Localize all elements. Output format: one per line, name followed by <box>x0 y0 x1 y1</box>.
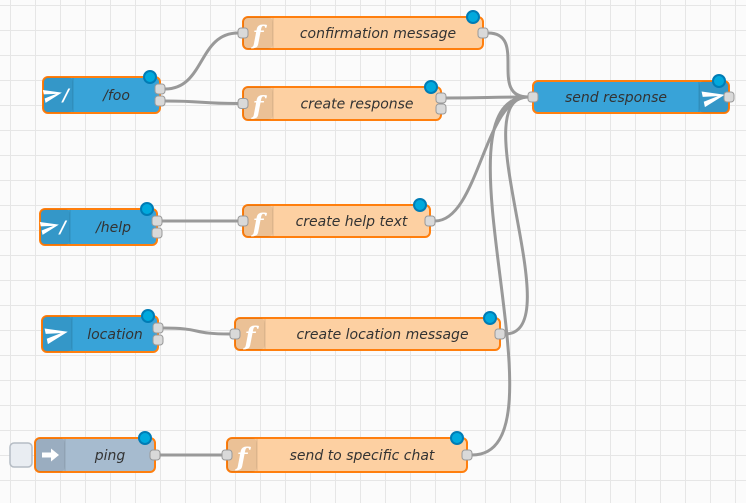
changed-indicator-dot <box>141 309 155 323</box>
output-port[interactable] <box>477 27 489 39</box>
input-port[interactable] <box>229 328 241 340</box>
output-port[interactable] <box>151 215 163 227</box>
changed-indicator-dot <box>450 431 464 445</box>
node-body <box>242 16 484 50</box>
wire-create_response-to-send_response[interactable] <box>444 95 530 100</box>
function-icon <box>235 318 265 350</box>
wire-confirmation-to-send_response[interactable] <box>486 31 530 99</box>
telegram-plane-icon <box>42 90 62 103</box>
changed-indicator-dot <box>483 311 497 325</box>
node-help[interactable]: //help <box>39 202 163 246</box>
output-port[interactable] <box>152 334 164 346</box>
node-body <box>42 76 161 114</box>
function-icon <box>243 205 273 237</box>
changed-indicator-dot <box>140 202 154 216</box>
output-port[interactable] <box>154 83 166 95</box>
output-port[interactable] <box>494 328 506 340</box>
input-port[interactable] <box>237 215 249 227</box>
output-port[interactable] <box>151 227 163 239</box>
output-port[interactable] <box>149 449 161 461</box>
output-port[interactable] <box>435 103 447 115</box>
telegram-plane-icon <box>42 316 72 352</box>
wire-foo-to-confirmation[interactable] <box>163 31 240 91</box>
input-port[interactable] <box>237 98 249 109</box>
wire-foo-to-create_response[interactable] <box>163 99 240 105</box>
telegram-plane-icon <box>39 222 59 235</box>
output-port[interactable] <box>461 449 473 461</box>
wire-location-to-create_location[interactable] <box>161 326 232 336</box>
output-port[interactable] <box>723 91 735 103</box>
changed-indicator-dot <box>712 74 726 88</box>
changed-indicator-dot <box>466 10 480 24</box>
output-port[interactable] <box>435 92 447 104</box>
function-icon <box>243 87 273 120</box>
changed-indicator-dot <box>143 70 157 84</box>
function-icon <box>243 17 273 49</box>
wire-send_chat-to-send_response[interactable] <box>470 95 530 457</box>
node-foo[interactable]: //foo <box>42 70 166 114</box>
function-icon <box>227 438 257 472</box>
node-body <box>234 317 501 351</box>
node-body <box>41 315 159 353</box>
node-send_response[interactable]: send response <box>527 74 735 114</box>
changed-indicator-dot <box>138 431 152 445</box>
inject-button[interactable] <box>9 442 33 468</box>
node-body <box>226 437 468 473</box>
node-ping[interactable]: ping <box>9 431 161 473</box>
input-port[interactable] <box>221 449 233 461</box>
wire-create_location-to-send_response[interactable] <box>503 95 530 336</box>
input-port[interactable] <box>527 91 539 103</box>
input-port[interactable] <box>237 27 249 39</box>
telegram-plane-icon <box>701 91 725 108</box>
inject-arrow-icon <box>42 448 59 462</box>
output-port[interactable] <box>424 215 436 227</box>
wire-layer <box>158 31 530 457</box>
output-port[interactable] <box>152 322 164 334</box>
node-body <box>39 208 158 246</box>
output-port[interactable] <box>154 95 166 107</box>
telegram-plane-icon <box>44 328 68 345</box>
changed-indicator-dot <box>424 80 438 94</box>
node-location[interactable]: location <box>41 309 164 353</box>
changed-indicator-dot <box>413 198 427 212</box>
